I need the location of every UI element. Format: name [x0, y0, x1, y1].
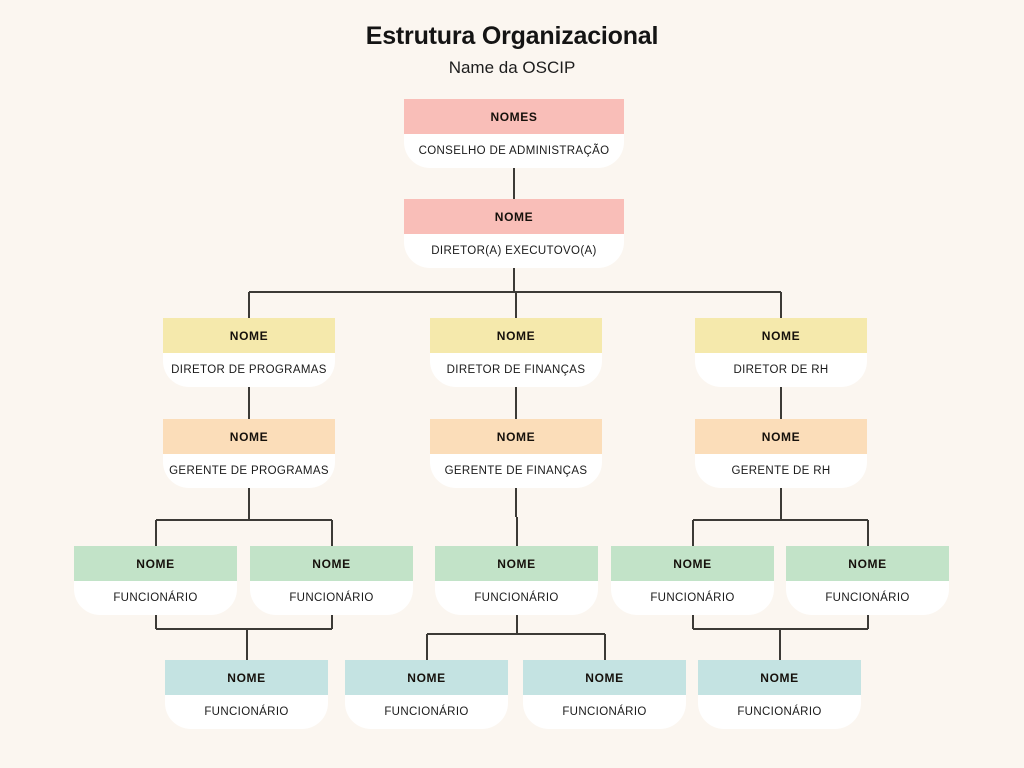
org-node-name: NOME — [611, 546, 774, 581]
org-node-role: GERENTE DE FINANÇAS — [430, 454, 602, 488]
connector-line-vertical — [248, 292, 250, 318]
connector-line-vertical — [515, 488, 517, 517]
connector-line-vertical — [515, 292, 517, 318]
connector-line-vertical — [604, 634, 606, 660]
org-node-name: NOME — [430, 318, 602, 353]
org-node-name: NOME — [165, 660, 328, 695]
org-node-role: GERENTE DE PROGRAMAS — [163, 454, 335, 488]
org-node-role: FUNCIONÁRIO — [611, 581, 774, 615]
org-node-name: NOME — [74, 546, 237, 581]
connector-line-vertical — [780, 387, 782, 419]
connector-line-horizontal — [427, 633, 605, 635]
connector-line-vertical — [515, 387, 517, 419]
connector-line-vertical — [426, 634, 428, 660]
connector-line-vertical — [513, 168, 515, 199]
org-node-role: CONSELHO DE ADMINISTRAÇÃO — [404, 134, 624, 168]
connector-line-vertical — [692, 615, 694, 629]
org-node-role: DIRETOR DE FINANÇAS — [430, 353, 602, 387]
org-node-role: FUNCIONÁRIO — [698, 695, 861, 729]
connector-line-horizontal — [693, 628, 868, 630]
org-node-name: NOME — [163, 318, 335, 353]
connector-line-horizontal — [156, 519, 332, 521]
connector-line-vertical — [248, 387, 250, 419]
connector-line-vertical — [331, 520, 333, 546]
org-node-role: FUNCIONÁRIO — [250, 581, 413, 615]
org-node-name: NOME — [698, 660, 861, 695]
connector-line-vertical — [780, 488, 782, 520]
org-node-name: NOME — [695, 419, 867, 454]
org-node-role: FUNCIONÁRIO — [786, 581, 949, 615]
page-subtitle: Name da OSCIP — [448, 58, 576, 77]
org-node-role: FUNCIONÁRIO — [345, 695, 508, 729]
connector-line-vertical — [779, 629, 781, 660]
connector-line-vertical — [692, 520, 694, 546]
org-node-name: NOME — [250, 546, 413, 581]
org-node-role: DIRETOR DE RH — [695, 353, 867, 387]
connector-line-horizontal — [156, 628, 332, 630]
org-node-role: FUNCIONÁRIO — [74, 581, 237, 615]
connector-line-vertical — [516, 517, 518, 546]
connector-line-horizontal — [516, 516, 517, 518]
connector-line-vertical — [155, 520, 157, 546]
org-node-role: FUNCIONÁRIO — [523, 695, 686, 729]
connector-line-vertical — [867, 615, 869, 629]
connector-line-vertical — [867, 520, 869, 546]
connector-line-vertical — [248, 488, 250, 520]
org-node-role: FUNCIONÁRIO — [165, 695, 328, 729]
org-node-name: NOME — [345, 660, 508, 695]
connector-line-vertical — [155, 615, 157, 629]
connector-line-vertical — [780, 292, 782, 318]
connector-line-horizontal — [693, 519, 868, 521]
org-node-role: DIRETOR(A) EXECUTOVO(A) — [404, 234, 624, 268]
org-node-name: NOMES — [404, 99, 624, 134]
connector-line-vertical — [516, 615, 518, 634]
org-node-role: DIRETOR DE PROGRAMAS — [163, 353, 335, 387]
connector-line-horizontal — [249, 291, 781, 293]
org-node-name: NOME — [695, 318, 867, 353]
org-node-role: GERENTE DE RH — [695, 454, 867, 488]
org-node-role: FUNCIONÁRIO — [435, 581, 598, 615]
connector-line-vertical — [331, 615, 333, 629]
connector-line-vertical — [246, 629, 248, 660]
org-node-name: NOME — [435, 546, 598, 581]
org-node-name: NOME — [786, 546, 949, 581]
connector-line-vertical — [513, 268, 515, 292]
org-node-name: NOME — [523, 660, 686, 695]
page-title: Estrutura Organizacional — [365, 22, 659, 50]
org-node-name: NOME — [404, 199, 624, 234]
org-node-name: NOME — [163, 419, 335, 454]
org-node-name: NOME — [430, 419, 602, 454]
